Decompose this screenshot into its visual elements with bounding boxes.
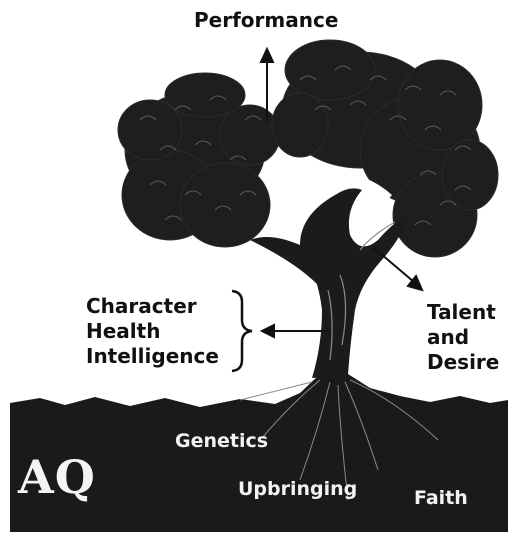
health-label: Health — [86, 319, 161, 343]
roots — [239, 379, 439, 501]
trunk-highlights — [327, 221, 396, 361]
desire-label: Desire — [427, 350, 500, 374]
character-arrowhead — [259, 323, 275, 339]
performance-label: Performance — [194, 8, 339, 32]
aq-logo: AQ — [18, 450, 96, 504]
tree-trunk — [250, 188, 410, 378]
bracket — [231, 289, 253, 373]
faith-label: Faith — [414, 487, 468, 509]
performance-arrowhead — [259, 46, 275, 63]
intelligence-label: Intelligence — [86, 344, 219, 368]
soil — [10, 374, 508, 532]
talent-label: Talent — [427, 300, 496, 324]
talent-arrow — [373, 247, 415, 283]
arrows — [259, 46, 424, 339]
upbringing-label: Upbringing — [238, 478, 358, 500]
character-label: Character — [86, 294, 197, 318]
foliage-texture — [139, 65, 472, 226]
and-label: and — [427, 325, 470, 349]
talent-arrowhead — [406, 274, 424, 292]
genetics-label: Genetics — [175, 430, 269, 452]
tree-foliage — [117, 39, 499, 258]
